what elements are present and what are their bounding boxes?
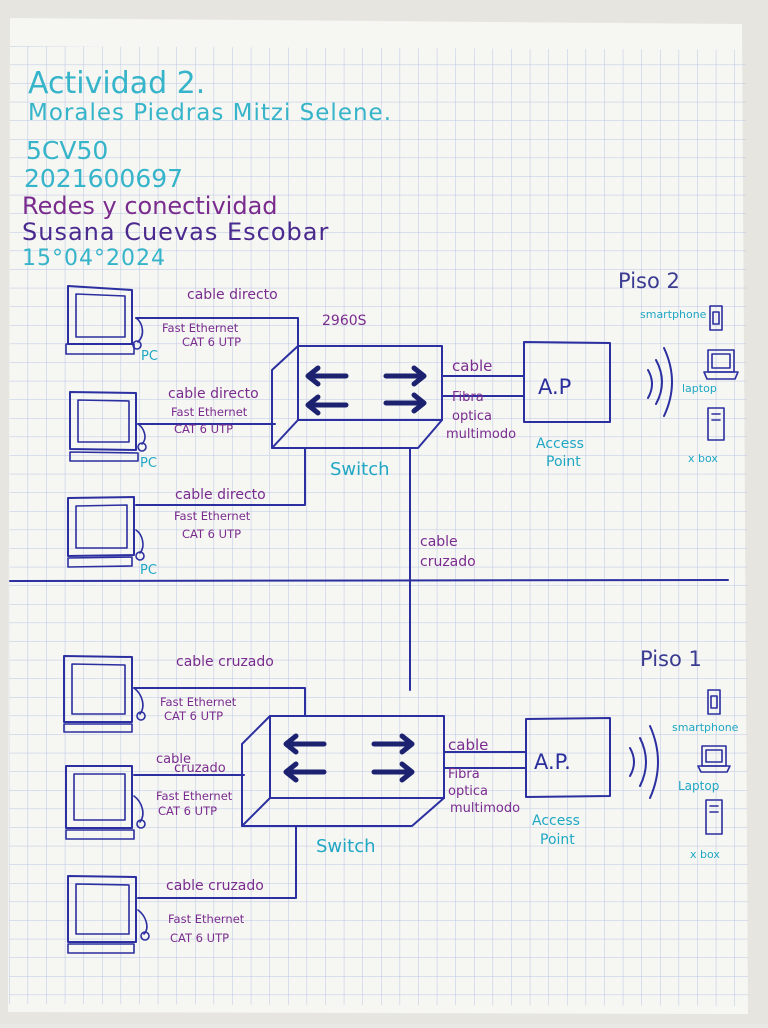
- floor2-pc-1-label: PC: [141, 349, 158, 364]
- floor2-label: Piso 2: [618, 269, 680, 293]
- grid-lines: [9, 46, 748, 1006]
- floor1-switch-label: Switch: [316, 836, 376, 857]
- floor1-pc-1: [63, 655, 146, 733]
- floor2-device-xbox: x box: [688, 452, 718, 465]
- floor2-fiber-line2: optica: [452, 409, 492, 424]
- trunk-line2: cruzado: [420, 554, 476, 570]
- floor2-pc-2-type: Fast Ethernet: [171, 405, 248, 419]
- teacher: Susana Cuevas Escobar: [22, 218, 329, 246]
- floor2-pc-1-spec: CAT 6 UTP: [182, 335, 241, 349]
- floor2-pc-3-cable: cable directo: [175, 487, 266, 503]
- group: 5CV50: [26, 136, 108, 165]
- floor1-wifi-waves: [629, 725, 659, 799]
- floor2-ap-caption1: Access: [536, 436, 584, 452]
- floor2-pc-3-link: [135, 447, 306, 506]
- floor1-pc-2: [65, 765, 146, 840]
- floor2-laptop-icon: [703, 349, 739, 380]
- floor2-pc-2-spec: CAT 6 UTP: [174, 422, 233, 436]
- floor-divider: [9, 579, 729, 582]
- floor1-pc-3-cable: cable cruzado: [166, 878, 264, 894]
- floor1-access-point: [525, 717, 611, 798]
- floor1-device-smartphone: smartphone: [672, 721, 739, 734]
- floor2-smartphone-icon: [709, 305, 723, 331]
- floor1-pc-3-type: Fast Ethernet: [168, 912, 245, 926]
- floor2-device-smartphone: smartphone: [640, 308, 707, 321]
- floor2-wifi-waves: [647, 347, 673, 417]
- floor1-device-laptop: Laptop: [678, 779, 719, 793]
- floor1-fiber-line3: multimodo: [450, 801, 520, 816]
- floor2-access-point: [523, 341, 611, 423]
- floor2-pc-1-cable: cable directo: [187, 287, 278, 303]
- floor2-xbox-icon: [707, 407, 725, 441]
- floor2-pc-1: [65, 285, 144, 355]
- floor2-pc-3: [67, 496, 145, 568]
- floor2-pc-1-type: Fast Ethernet: [162, 321, 239, 335]
- floor2-switch-model: 2960S: [322, 313, 367, 329]
- floor1-pc-3-spec: CAT 6 UTP: [170, 931, 229, 945]
- floor2-fiber-line3: multimodo: [446, 427, 516, 442]
- floor1-ap-caption2: Point: [540, 832, 575, 848]
- floor1-fiber-line2: optica: [448, 784, 488, 799]
- floor2-ap-caption2: Point: [546, 454, 581, 470]
- floor2-switch-label: Switch: [330, 459, 390, 480]
- floor2-fiber-line1: Fibra: [452, 390, 484, 405]
- floor2-pc-3-spec: CAT 6 UTP: [182, 527, 241, 541]
- floor1-ap-caption1: Access: [532, 813, 580, 829]
- floor1-fiber-line1: Fibra: [448, 767, 480, 782]
- floor1-smartphone-icon: [707, 689, 721, 715]
- floor1-pc-3: [67, 875, 150, 954]
- floor2-pc-2: [69, 391, 147, 462]
- floor2-switch: [271, 345, 443, 449]
- floor1-pc-1-type: Fast Ethernet: [160, 695, 237, 709]
- date: 15°04°2024: [22, 246, 166, 271]
- floor1-pc-2-cable-line2: cruzado: [174, 761, 226, 776]
- floor1-pc-1-cable: cable cruzado: [176, 654, 274, 670]
- floor2-device-laptop: laptop: [682, 382, 717, 395]
- floor2-ap-label: A.P: [538, 375, 571, 399]
- floor1-ap-label: A.P.: [534, 750, 571, 774]
- floor2-pc-2-cable: cable directo: [168, 386, 259, 402]
- floor1-pc-1-spec: CAT 6 UTP: [164, 709, 223, 723]
- floor1-pc-2-type: Fast Ethernet: [156, 789, 233, 803]
- title: Actividad 2.: [28, 66, 205, 101]
- floor2-pc-2-label: PC: [140, 456, 157, 471]
- floor1-pc-3-link: [137, 825, 297, 899]
- floor2-pc-1-link: [135, 317, 299, 349]
- floor2-pc-3-label: PC: [140, 563, 157, 578]
- floor1-pc-2-cable-line1: cable: [156, 752, 191, 767]
- floor2-uplink: [441, 375, 525, 397]
- student-id: 2021600697: [24, 164, 183, 193]
- floor1-label: Piso 1: [640, 647, 702, 671]
- subject: Redes y conectividad: [22, 192, 278, 220]
- trunk-line1: cable: [420, 534, 458, 550]
- floor1-uplink-cable: cable: [448, 736, 488, 754]
- floor2-pc-3-type: Fast Ethernet: [174, 509, 251, 523]
- floor1-xbox-icon: [705, 799, 723, 835]
- floor2-uplink-cable: cable: [452, 357, 492, 375]
- floor1-switch: [241, 715, 445, 827]
- floor1-pc-1-link: [133, 687, 306, 717]
- floor1-device-xbox: x box: [690, 848, 720, 861]
- floor1-laptop-icon: [697, 745, 731, 773]
- floor1-uplink: [443, 751, 527, 769]
- floor1-pc-2-spec: CAT 6 UTP: [158, 804, 217, 818]
- student-name: Morales Piedras Mitzi Selene.: [28, 100, 392, 126]
